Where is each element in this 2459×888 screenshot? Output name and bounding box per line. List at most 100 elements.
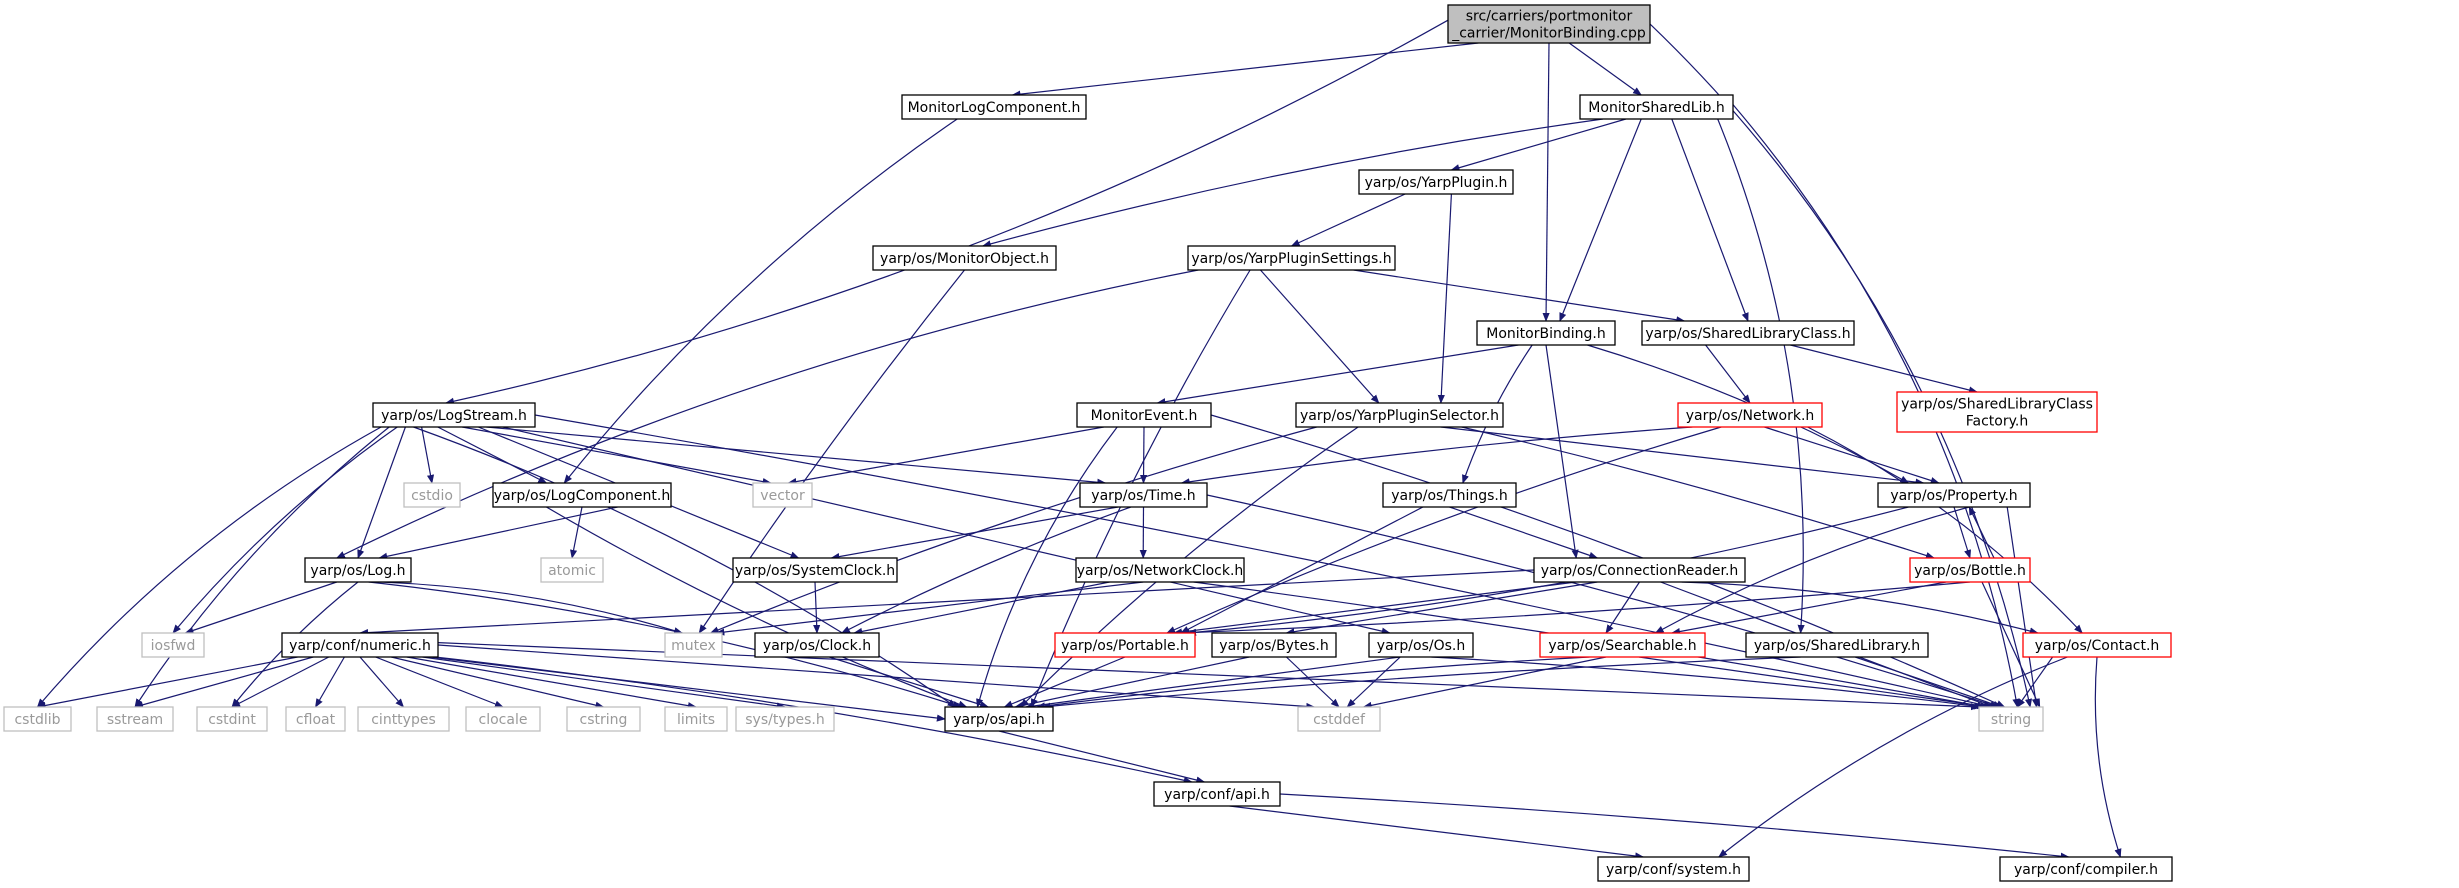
node-cstddef-box: [1297, 706, 1381, 732]
node-root[interactable]: src/carriers/portmonitor_carrier/Monitor…: [1447, 4, 1651, 44]
edge-numeric-to-sstream: [134, 656, 314, 709]
node-iosfwd-label: iosfwd: [151, 638, 196, 654]
node-iosfwd[interactable]: iosfwd: [141, 632, 205, 658]
edge-property-to-searchable: [1654, 506, 1970, 634]
node-contact-box: [2022, 632, 2172, 658]
node-contact[interactable]: yarp/os/Contact.h: [2022, 632, 2172, 658]
node-networkclock-label: yarp/os/NetworkClock.h: [1077, 563, 1244, 579]
node-monitorsharedlib[interactable]: MonitorSharedLib.h: [1579, 94, 1734, 120]
node-clocale[interactable]: clocale: [465, 706, 541, 732]
edge-networkclock-to-mutex: [715, 581, 1144, 636]
node-monitorobject[interactable]: yarp/os/MonitorObject.h: [872, 245, 1057, 271]
node-property[interactable]: yarp/os/Property.h: [1877, 482, 2031, 508]
node-sharedlibraryclass-label: yarp/os/SharedLibraryClass.h: [1645, 326, 1850, 342]
node-monitorlogcomponent[interactable]: MonitorLogComponent.h: [901, 94, 1087, 120]
edge-contact-to-compiler: [2094, 656, 2122, 858]
node-cstdlib[interactable]: cstdlib: [3, 706, 72, 732]
node-cstdint[interactable]: cstdint: [196, 706, 268, 732]
node-searchable[interactable]: yarp/os/Searchable.h: [1539, 632, 1706, 658]
node-bottle-label: yarp/os/Bottle.h: [1914, 563, 2026, 579]
node-network[interactable]: yarp/os/Network.h: [1677, 402, 1823, 428]
node-cfloat[interactable]: cfloat: [285, 706, 346, 732]
node-portable-box: [1054, 632, 1196, 658]
edge-api-to-confapi: [998, 730, 1206, 784]
node-mutex[interactable]: mutex: [664, 632, 723, 658]
edge-connectionreader-to-searchable: [1605, 581, 1641, 634]
node-bytes[interactable]: yarp/os/Bytes.h: [1211, 632, 1337, 658]
node-time[interactable]: yarp/os/Time.h: [1079, 482, 1208, 508]
node-limits-box: [664, 706, 728, 732]
node-searchable-box: [1539, 632, 1706, 658]
node-things[interactable]: yarp/os/Things.h: [1382, 482, 1517, 508]
edge-searchable-to-api: [1035, 656, 1590, 710]
node-yarppluginselector-box: [1295, 402, 1504, 428]
node-monitorevent[interactable]: MonitorEvent.h: [1076, 402, 1212, 428]
edge-things-to-connectionreader: [1449, 506, 1599, 559]
node-connectionreader-label: yarp/os/ConnectionReader.h: [1541, 563, 1739, 579]
node-compiler[interactable]: yarp/conf/compiler.h: [1999, 856, 2173, 882]
node-logstream[interactable]: yarp/os/LogStream.h: [372, 402, 536, 428]
node-bottle-box: [1909, 557, 2031, 583]
edge-monitorevent-to-vector: [787, 426, 1104, 486]
node-clocale-box: [465, 706, 541, 732]
node-numeric[interactable]: yarp/conf/numeric.h: [281, 632, 439, 658]
node-mutex-box: [664, 632, 723, 658]
edge-monitorevent-to-string: [1210, 414, 2006, 708]
node-atomic[interactable]: atomic: [540, 557, 604, 583]
node-sharedlibraryclass[interactable]: yarp/os/SharedLibraryClass.h: [1641, 320, 1855, 346]
node-api[interactable]: yarp/os/api.h: [944, 706, 1054, 732]
node-bottle[interactable]: yarp/os/Bottle.h: [1909, 557, 2031, 583]
node-sharedlibrary[interactable]: yarp/os/SharedLibrary.h: [1745, 632, 1929, 658]
edge-network-to-property: [1764, 426, 1940, 484]
node-networkclock[interactable]: yarp/os/NetworkClock.h: [1075, 557, 1245, 583]
node-monitorlogcomponent-label: MonitorLogComponent.h: [908, 100, 1081, 116]
node-connectionreader[interactable]: yarp/os/ConnectionReader.h: [1533, 557, 1746, 583]
node-logcomponent[interactable]: yarp/os/LogComponent.h: [492, 482, 672, 508]
node-clock-box: [754, 632, 880, 658]
node-confapi[interactable]: yarp/conf/api.h: [1153, 781, 1281, 807]
node-systypes[interactable]: sys/types.h: [735, 706, 835, 732]
node-monitorbinding[interactable]: MonitorBinding.h: [1476, 320, 1616, 346]
node-cstdio[interactable]: cstdio: [403, 482, 461, 508]
node-sharedlibraryclass-box: [1641, 320, 1855, 346]
node-string[interactable]: string: [1978, 706, 2044, 732]
node-property-box: [1877, 482, 2031, 508]
edge-searchable-to-cstddef: [1362, 656, 1607, 709]
node-log-box: [304, 557, 412, 583]
node-cstring-label: cstring: [580, 712, 628, 728]
edge-logcomponent-to-atomic: [570, 506, 583, 559]
node-yarppluginsettings[interactable]: yarp/os/YarpPluginSettings.h: [1187, 245, 1396, 271]
node-sstream[interactable]: sstream: [96, 706, 174, 732]
node-portable[interactable]: yarp/os/Portable.h: [1054, 632, 1196, 658]
node-sharedlibraryclassfactory-box: [1896, 391, 2098, 433]
node-logcomponent-box: [492, 482, 672, 508]
node-monitorsharedlib-box: [1579, 94, 1734, 120]
node-cstdint-box: [196, 706, 268, 732]
node-system[interactable]: yarp/conf/system.h: [1597, 856, 1750, 882]
node-cinttypes[interactable]: cinttypes: [357, 706, 450, 732]
node-api-box: [944, 706, 1054, 732]
node-monitorevent-label: MonitorEvent.h: [1091, 408, 1198, 424]
node-log-label: yarp/os/Log.h: [310, 563, 405, 579]
node-time-label: yarp/os/Time.h: [1091, 488, 1195, 504]
node-yarppluginselector[interactable]: yarp/os/YarpPluginSelector.h: [1295, 402, 1504, 428]
node-connectionreader-box: [1533, 557, 1746, 583]
node-numeric-label: yarp/conf/numeric.h: [289, 638, 431, 654]
node-cstring[interactable]: cstring: [566, 706, 641, 732]
edge-networkclock-to-clock: [853, 581, 1110, 635]
node-contact-label: yarp/os/Contact.h: [2035, 638, 2160, 654]
node-cstddef[interactable]: cstddef: [1297, 706, 1381, 732]
node-cstddef-label: cstddef: [1313, 712, 1366, 728]
node-yarpplugin[interactable]: yarp/os/YarpPlugin.h: [1358, 169, 1514, 195]
node-os[interactable]: yarp/os/Os.h: [1368, 632, 1474, 658]
node-clock[interactable]: yarp/os/Clock.h: [754, 632, 880, 658]
node-log[interactable]: yarp/os/Log.h: [304, 557, 412, 583]
node-limits[interactable]: limits: [664, 706, 728, 732]
edge-monitorsharedlib-to-monitorobject: [981, 118, 1604, 248]
node-vector[interactable]: vector: [752, 482, 813, 508]
node-monitorevent-box: [1076, 402, 1212, 428]
node-systemclock[interactable]: yarp/os/SystemClock.h: [732, 557, 898, 583]
edge-portable-to-api: [1003, 656, 1126, 708]
